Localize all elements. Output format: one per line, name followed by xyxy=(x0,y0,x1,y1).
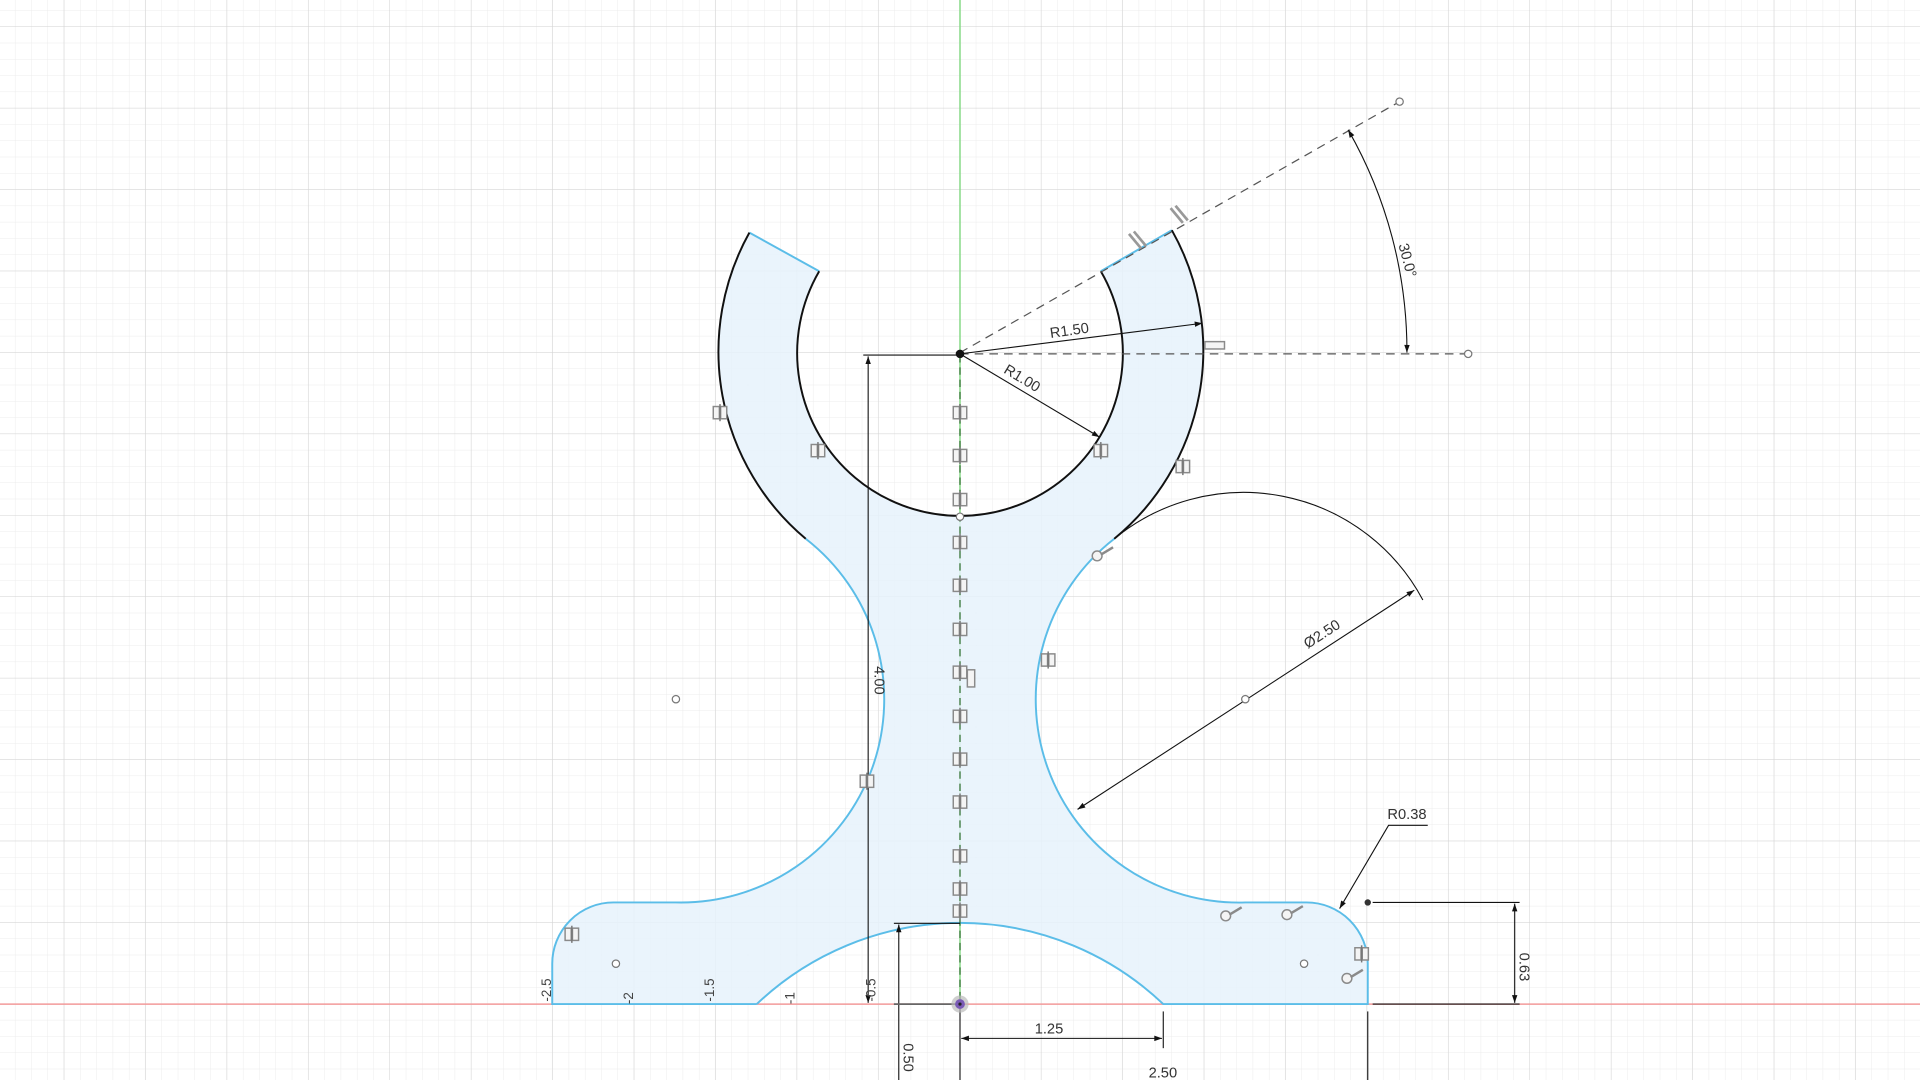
sketch-point[interactable] xyxy=(955,512,965,522)
construction-endpoint[interactable] xyxy=(1395,97,1404,106)
outer-ring-arc-left[interactable] xyxy=(717,232,807,540)
base-height-dimension[interactable]: 0.63 xyxy=(1516,953,1532,982)
fillet-point[interactable] xyxy=(1364,899,1371,906)
parallel-constraint-icons[interactable] xyxy=(966,204,1190,688)
angle-construction-line[interactable] xyxy=(959,101,1400,354)
axis-tick: -2.5 xyxy=(539,978,554,1001)
axis-tick: -0.5 xyxy=(864,978,879,1001)
height-dimension[interactable]: 4.00 xyxy=(870,666,886,695)
outer-radius-dimension-line xyxy=(959,321,1203,355)
half-width-dimension[interactable]: 1.25 xyxy=(1035,1021,1064,1037)
profile-edges[interactable] xyxy=(551,229,1369,1006)
inner-radius-dimension-line xyxy=(959,353,1100,438)
sketch-point[interactable] xyxy=(1299,959,1309,968)
circle-center-point[interactable] xyxy=(1241,694,1250,704)
fillet-leader xyxy=(1339,824,1428,909)
sketch-point[interactable] xyxy=(611,959,621,968)
diameter-leader-arc xyxy=(1113,491,1424,601)
outer-ring-arc-right[interactable] xyxy=(1113,229,1205,540)
width-dimension[interactable]: 2.50 xyxy=(1149,1066,1178,1080)
angle-dimension-arc[interactable] xyxy=(1347,129,1410,353)
fillet-radius-dimension[interactable]: R0.38 xyxy=(1387,807,1426,823)
construction-endpoint[interactable] xyxy=(1463,349,1473,359)
sketch-point[interactable] xyxy=(671,694,681,704)
arc-height-dimension[interactable]: 0.50 xyxy=(900,1043,916,1072)
horizontal-constraint-icon[interactable] xyxy=(1204,340,1226,350)
outer-radius-dimension[interactable]: R1.50 xyxy=(1049,321,1090,342)
axis-tick: -1.5 xyxy=(702,978,717,1001)
axis-tick: -1 xyxy=(783,992,798,1004)
origin-point[interactable] xyxy=(951,995,969,1013)
axis-tick: -2 xyxy=(621,992,636,1004)
ring-center-point[interactable] xyxy=(955,349,965,359)
